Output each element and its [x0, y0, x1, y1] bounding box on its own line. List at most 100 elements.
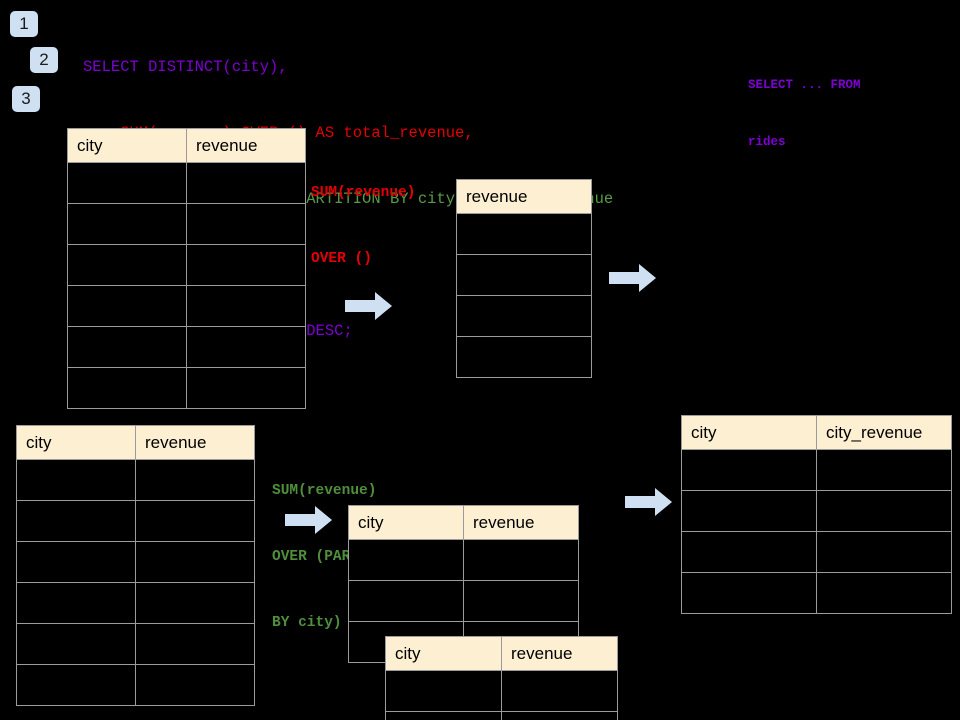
cell-city [16, 541, 136, 583]
cell-city [16, 582, 136, 624]
step-badge-3: 3 [12, 86, 40, 112]
table-header-row: city city_revenue [681, 415, 952, 450]
table-row [681, 490, 952, 532]
table-row [67, 285, 306, 327]
table-row [385, 670, 618, 712]
sql-line-1: SELECT DISTINCT(city), [83, 58, 288, 76]
table-row [681, 449, 952, 491]
arrow-total-to-final [609, 263, 657, 293]
table-row [456, 213, 592, 255]
column-header-revenue: revenue [456, 179, 592, 214]
table-row [16, 664, 255, 706]
cell-revenue [186, 326, 306, 368]
cell-city [681, 490, 817, 532]
cell-revenue [186, 285, 306, 327]
table-header-row: revenue [456, 179, 592, 214]
table-row [16, 582, 255, 624]
cell-revenue [135, 582, 255, 624]
cell-city [67, 244, 187, 286]
cell-revenue [463, 580, 579, 622]
column-header-city: city [681, 415, 817, 450]
table-row [67, 244, 306, 286]
cell-revenue [186, 367, 306, 409]
cell-city [385, 711, 502, 720]
table-header-row: city revenue [67, 128, 306, 163]
cell-city [67, 162, 187, 204]
cell-city-revenue [816, 531, 952, 573]
table-row [456, 336, 592, 378]
step-badge-2: 2 [30, 47, 58, 73]
cell-city [16, 623, 136, 665]
cell-city [16, 664, 136, 706]
cell-revenue [456, 254, 592, 296]
table-row [67, 203, 306, 245]
side-note-select-from-rides: SELECT ... FROM rides [748, 38, 861, 190]
table-header-row: city revenue [385, 636, 618, 671]
table-row [348, 539, 579, 581]
column-header-city: city [348, 505, 464, 540]
arrow-partition-to-final [625, 487, 673, 517]
column-header-revenue: revenue [135, 425, 255, 460]
cell-revenue [456, 295, 592, 337]
cell-revenue [456, 213, 592, 255]
side-note-line-2: rides [748, 135, 786, 149]
table-rides-source-bottom: city revenue [16, 425, 255, 706]
table-row [67, 326, 306, 368]
cell-revenue [186, 162, 306, 204]
cell-city-revenue [816, 449, 952, 491]
cell-revenue [135, 541, 255, 583]
table-row [681, 572, 952, 614]
table-row [16, 623, 255, 665]
annotation-total-revenue-line-2: OVER () [311, 251, 372, 267]
column-header-city-revenue: city_revenue [816, 415, 952, 450]
column-header-revenue: revenue [463, 505, 579, 540]
side-note-line-1: SELECT ... FROM [748, 78, 861, 92]
cell-revenue [463, 539, 579, 581]
column-header-city: city [16, 425, 136, 460]
table-row [67, 367, 306, 409]
cell-city [16, 459, 136, 501]
table-row [16, 459, 255, 501]
cell-revenue [501, 670, 618, 712]
table-row [67, 162, 306, 204]
cell-revenue [135, 500, 255, 542]
cell-city [385, 670, 502, 712]
cell-revenue [135, 664, 255, 706]
annotation-total-revenue: SUM(revenue) OVER () [311, 138, 415, 314]
table-partition-b: city revenue [385, 636, 618, 720]
cell-city-revenue [816, 572, 952, 614]
table-total-revenue-result: revenue [456, 179, 592, 378]
table-header-row: city revenue [16, 425, 255, 460]
cell-city [67, 203, 187, 245]
table-rides-source-top: city revenue [67, 128, 306, 409]
cell-city [67, 367, 187, 409]
column-header-city: city [67, 128, 187, 163]
annotation-city-revenue-line-3: BY city) [272, 615, 342, 631]
cell-revenue [135, 459, 255, 501]
table-final-result: city city_revenue [681, 415, 952, 614]
table-row [681, 531, 952, 573]
cell-revenue [186, 203, 306, 245]
cell-revenue [501, 711, 618, 720]
column-header-city: city [385, 636, 502, 671]
cell-city [681, 531, 817, 573]
arrow-source-to-total [345, 291, 393, 321]
annotation-city-revenue-line-1: SUM(revenue) [272, 483, 377, 499]
table-row [348, 580, 579, 622]
table-row [456, 254, 592, 296]
cell-city [67, 326, 187, 368]
column-header-revenue: revenue [186, 128, 306, 163]
table-row [16, 541, 255, 583]
cell-revenue [186, 244, 306, 286]
cell-city [348, 539, 464, 581]
cell-revenue [456, 336, 592, 378]
cell-city [348, 580, 464, 622]
annotation-total-revenue-line-1: SUM(revenue) [311, 185, 416, 201]
table-header-row: city revenue [348, 505, 579, 540]
cell-city [681, 449, 817, 491]
cell-city-revenue [816, 490, 952, 532]
table-row [16, 500, 255, 542]
table-row [456, 295, 592, 337]
table-row [385, 711, 618, 720]
